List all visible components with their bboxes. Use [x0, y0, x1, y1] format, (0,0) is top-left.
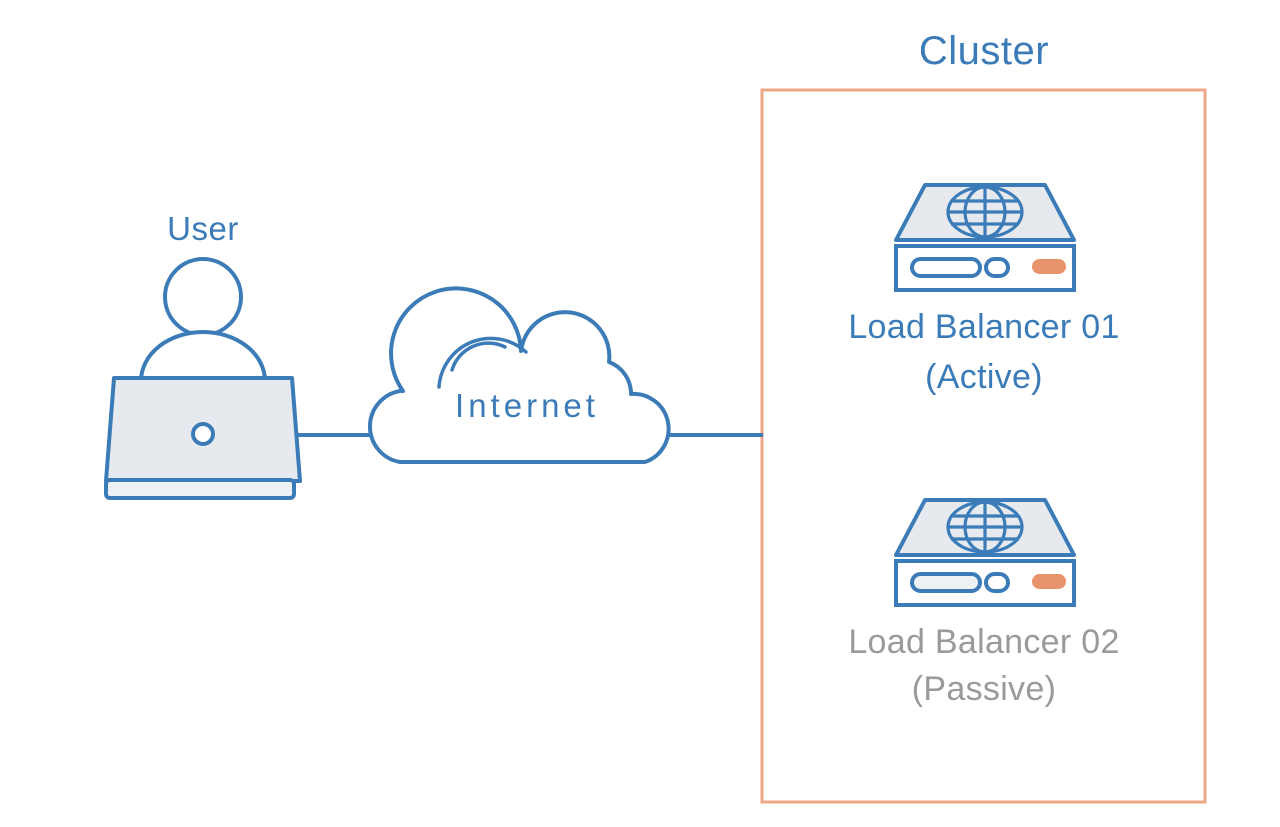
cluster-boundary-box[interactable]	[760, 88, 1207, 804]
load-balancer-01-state: (Active)	[925, 358, 1043, 396]
load-balancer-02-name: Load Balancer 02	[848, 623, 1119, 661]
server-drive-slot-icon	[910, 257, 982, 278]
user-group[interactable]: User	[104, 210, 302, 500]
server-globe-icon	[946, 500, 1024, 554]
server-status-led-icon	[1032, 259, 1066, 274]
internet-group[interactable]: Internet	[368, 286, 671, 464]
cloud-arc-outer-icon	[437, 336, 528, 389]
user-label: User	[167, 210, 239, 247]
load-balancer-02-group[interactable]: Load Balancer 02 (Passive)	[848, 498, 1119, 708]
load-balancer-02-state: (Passive)	[912, 670, 1056, 708]
laptop-camera-icon	[191, 422, 215, 446]
server-button-icon	[984, 257, 1010, 278]
server-status-led-icon	[1032, 574, 1066, 589]
user-shoulders-icon	[139, 330, 267, 383]
server-button-icon	[984, 572, 1010, 593]
server-globe-icon	[946, 185, 1024, 239]
cluster-group[interactable]: Cluster	[760, 29, 1207, 804]
laptop-base-icon	[104, 478, 296, 500]
load-balancer-01-group[interactable]: Load Balancer 01 (Active)	[848, 183, 1119, 396]
load-balancer-01-name: Load Balancer 01	[848, 308, 1119, 346]
cluster-title: Cluster	[919, 29, 1049, 73]
internet-label: Internet	[455, 387, 599, 424]
cloud-arc-inner-icon	[450, 341, 507, 372]
server-drive-slot-icon	[910, 572, 982, 593]
cloud-icon	[368, 286, 671, 464]
user-head-icon	[163, 257, 243, 337]
